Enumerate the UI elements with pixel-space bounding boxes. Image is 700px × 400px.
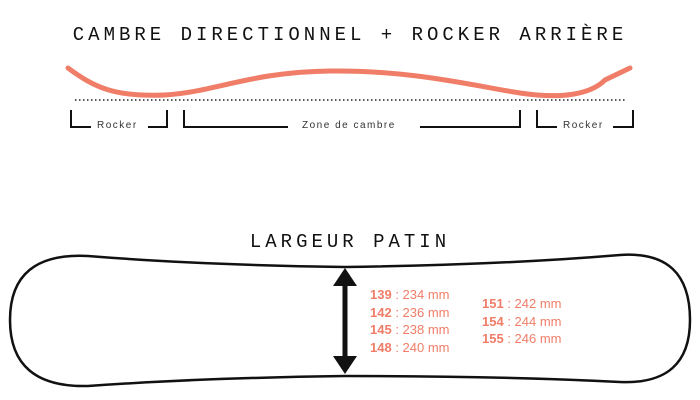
camber-title: CAMBRE DIRECTIONNEL + ROCKER ARRIÈRE [72,24,628,46]
size-value: 154 [482,313,504,329]
size-separator: : [391,339,403,355]
width-value: 234 mm [402,287,450,302]
zone-label-rocker-left: Rocker [93,120,142,131]
width-value: 236 mm [402,304,450,320]
rocker-left-bracket [70,110,168,128]
width-value: 246 mm [514,331,562,346]
size-row: 139 : 234 mm [370,286,450,304]
size-separator: : [503,313,515,329]
width-arrow-head-bottom [333,356,357,374]
size-row: 151 : 242 mm [482,295,562,313]
size-value: 142 [370,304,392,320]
width-value: 244 mm [514,313,562,329]
size-separator: : [503,331,515,346]
size-value: 145 [370,322,392,337]
width-value: 240 mm [402,339,450,355]
size-row: 142 : 236 mm [370,304,450,322]
rocker-right-bracket [536,110,634,128]
zone-label-camber: Zone de cambre [298,120,400,131]
size-value: 151 [482,296,504,311]
size-row: 155 : 246 mm [482,330,562,348]
size-list-left: 139 : 234 mm 142 : 236 mm 145 : 238 mm 1… [370,286,450,356]
size-separator: : [503,296,515,311]
size-row: 154 : 244 mm [482,313,562,331]
size-value: 155 [482,331,504,346]
size-separator: : [391,287,403,302]
board-outline [8,253,692,388]
camber-profile-curve [65,65,633,99]
size-separator: : [391,322,403,337]
width-value: 242 mm [514,296,562,311]
size-list-right: 151 : 242 mm 154 : 244 mm 155 : 246 mm [482,295,562,348]
size-row: 145 : 238 mm [370,321,450,339]
width-arrow-head-top [333,268,357,286]
size-separator: : [391,304,403,320]
size-row: 148 : 240 mm [370,339,450,357]
width-title: LARGEUR PATIN [249,231,451,253]
width-value: 238 mm [402,322,450,337]
zone-label-rocker-right: Rocker [559,120,608,131]
camber-zone-bracket [183,110,521,128]
size-value: 139 [370,287,392,302]
size-value: 148 [370,339,392,355]
